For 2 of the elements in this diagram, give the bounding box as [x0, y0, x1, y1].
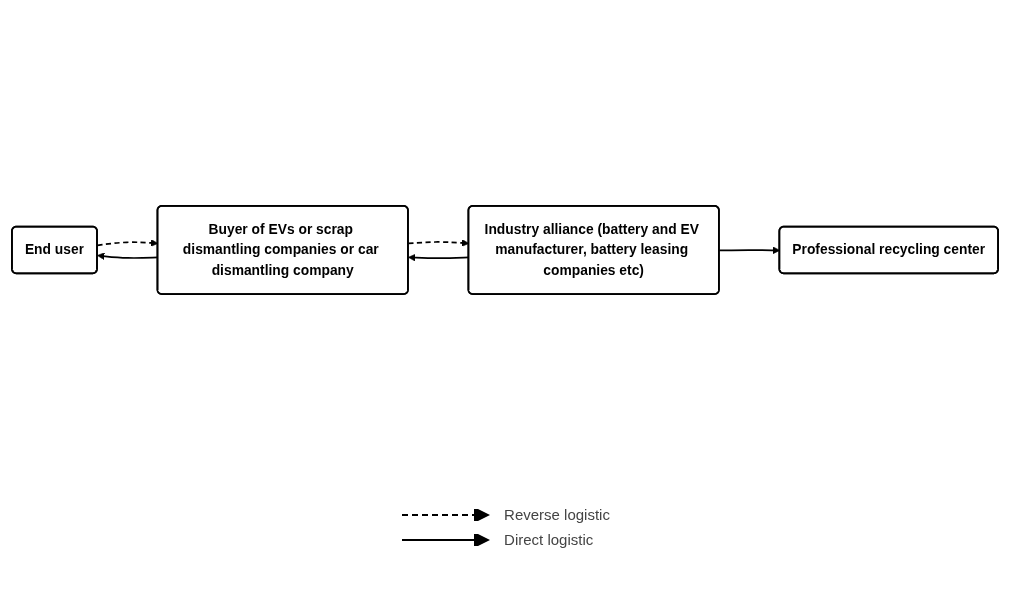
legend-text: Direct logistic — [504, 531, 594, 548]
legend-text: Reverse logistic — [504, 506, 610, 523]
